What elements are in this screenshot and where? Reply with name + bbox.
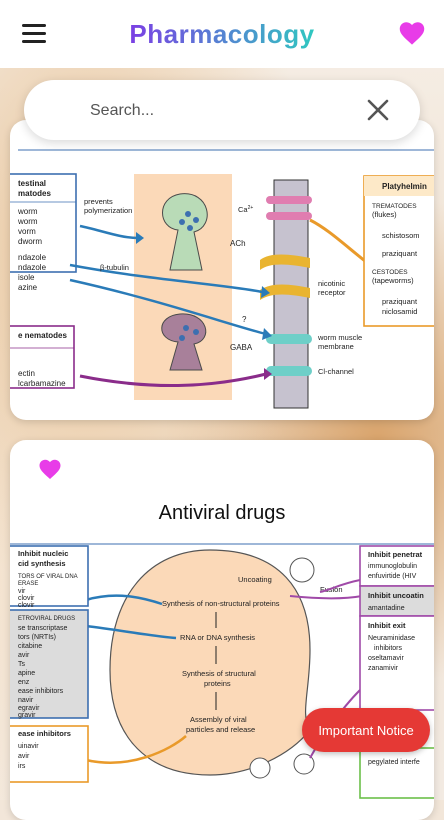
svg-text:ndazole: ndazole [18, 263, 47, 272]
svg-text:nicotinic: nicotinic [318, 279, 345, 288]
svg-text:Platyhelmin: Platyhelmin [382, 182, 427, 191]
svg-text:e nematodes: e nematodes [18, 331, 67, 340]
svg-text:immunoglobulin: immunoglobulin [368, 563, 417, 570]
svg-text:pegylated interfe: pegylated interfe [368, 759, 420, 766]
svg-text:Assembly of viral: Assembly of viral [190, 715, 247, 724]
svg-text:gravir: gravir [18, 712, 36, 719]
svg-text:ACh: ACh [230, 239, 246, 248]
svg-text:particles and release: particles and release [186, 725, 255, 734]
svg-text:irs: irs [18, 763, 26, 770]
heart-icon[interactable] [398, 20, 426, 46]
svg-text:ERASE: ERASE [18, 581, 38, 587]
svg-text:cid synthesis: cid synthesis [18, 559, 66, 568]
close-icon[interactable] [366, 98, 390, 122]
svg-text:navir: navir [18, 697, 34, 704]
search-bar [24, 80, 420, 140]
svg-text:ease inhibitors: ease inhibitors [18, 729, 71, 738]
svg-text:matodes: matodes [18, 189, 51, 198]
svg-text:TORS OF VIRAL DNA: TORS OF VIRAL DNA [18, 574, 78, 580]
svg-text:proteins: proteins [204, 679, 231, 688]
svg-text:Uncoating: Uncoating [238, 575, 272, 584]
svg-text:isole: isole [18, 273, 35, 282]
topic-card-anthelmintics[interactable]: testinal matodes worm worm vorm dworm nd… [10, 120, 434, 420]
svg-text:se transcriptase: se transcriptase [18, 625, 68, 632]
svg-text:RNA or DNA synthesis: RNA or DNA synthesis [180, 633, 255, 642]
svg-text:ETROVIRAL DRUGS: ETROVIRAL DRUGS [18, 616, 75, 622]
svg-text:(tapeworms): (tapeworms) [372, 276, 414, 285]
svg-text:clovir: clovir [18, 602, 35, 609]
svg-text:Inhibit nucleic: Inhibit nucleic [18, 549, 68, 558]
heart-icon[interactable] [38, 458, 62, 480]
svg-text:?: ? [242, 315, 247, 324]
svg-text:avir: avir [18, 652, 30, 659]
svg-text:egravir: egravir [18, 705, 40, 712]
svg-text:receptor: receptor [318, 288, 346, 297]
svg-text:enz: enz [18, 679, 30, 686]
svg-text:GABA: GABA [230, 343, 253, 352]
svg-text:prevents: prevents [84, 197, 113, 206]
anthelmintic-diagram: testinal matodes worm worm vorm dworm nd… [10, 149, 434, 409]
svg-text:Ca2+: Ca2+ [238, 205, 253, 214]
svg-text:CESTODES: CESTODES [372, 269, 408, 276]
svg-text:amantadine: amantadine [368, 605, 405, 612]
svg-text:uinavir: uinavir [18, 743, 39, 750]
svg-text:tors (NRTIs): tors (NRTIs) [18, 634, 56, 641]
svg-text:worm: worm [17, 217, 38, 226]
important-notice-button[interactable]: Important Notice [302, 708, 430, 752]
svg-text:clovir: clovir [18, 595, 35, 602]
app-title: Pharmacology [129, 18, 315, 49]
antiviral-diagram: Uncoating Fusion Synthesis of non-struct… [10, 543, 434, 799]
svg-text:polymerization: polymerization [84, 206, 132, 215]
svg-text:Neuraminidase: Neuraminidase [368, 635, 415, 642]
svg-text:(flukes): (flukes) [372, 210, 397, 219]
svg-text:β-tubulin: β-tubulin [100, 263, 129, 272]
svg-text:dworm: dworm [18, 237, 42, 246]
svg-text:enfuvirtide (HIV: enfuvirtide (HIV [368, 573, 417, 580]
svg-text:worm muscle: worm muscle [317, 333, 362, 342]
svg-text:worm: worm [17, 207, 38, 216]
svg-text:Cl-channel: Cl-channel [318, 367, 354, 376]
svg-text:niclosamid: niclosamid [382, 307, 417, 316]
svg-text:Inhibit exit: Inhibit exit [368, 621, 406, 630]
svg-text:Synthesis of structural: Synthesis of structural [182, 669, 256, 678]
card-title: Antiviral drugs [158, 502, 286, 524]
svg-text:citabine: citabine [18, 643, 42, 650]
svg-text:lcarbamazine: lcarbamazine [18, 379, 66, 388]
svg-text:zanamivir: zanamivir [368, 665, 399, 672]
svg-text:azine: azine [18, 283, 38, 292]
topic-card-antiviral-drugs[interactable]: Antiviral drugs Uncoating Fusion Synthes… [10, 440, 434, 820]
svg-text:Inhibit penetrat: Inhibit penetrat [368, 550, 423, 559]
svg-text:schistosom: schistosom [382, 231, 420, 240]
menu-icon[interactable] [22, 24, 46, 44]
svg-text:inhibitors: inhibitors [374, 645, 403, 652]
svg-text:ndazole: ndazole [18, 253, 47, 262]
svg-text:vorm: vorm [18, 227, 36, 236]
svg-text:ease inhibitors: ease inhibitors [18, 688, 64, 695]
svg-text:Ts: Ts [18, 661, 26, 668]
svg-text:ectin: ectin [18, 369, 35, 378]
svg-text:oseltamavir: oseltamavir [368, 655, 404, 662]
search-input[interactable] [88, 98, 352, 124]
svg-text:membrane: membrane [318, 342, 354, 351]
svg-text:praziquant: praziquant [382, 249, 418, 258]
app-bar: Pharmacology [0, 0, 444, 68]
svg-text:Synthesis of non-structural pr: Synthesis of non-structural proteins [162, 599, 280, 608]
svg-text:apine: apine [18, 670, 35, 677]
svg-text:testinal: testinal [18, 179, 46, 188]
svg-text:TREMATODES: TREMATODES [372, 203, 417, 210]
svg-text:vir: vir [18, 588, 26, 595]
svg-text:avir: avir [18, 753, 30, 760]
svg-text:Inhibit uncoatin: Inhibit uncoatin [368, 591, 424, 600]
svg-text:praziquant: praziquant [382, 297, 418, 306]
